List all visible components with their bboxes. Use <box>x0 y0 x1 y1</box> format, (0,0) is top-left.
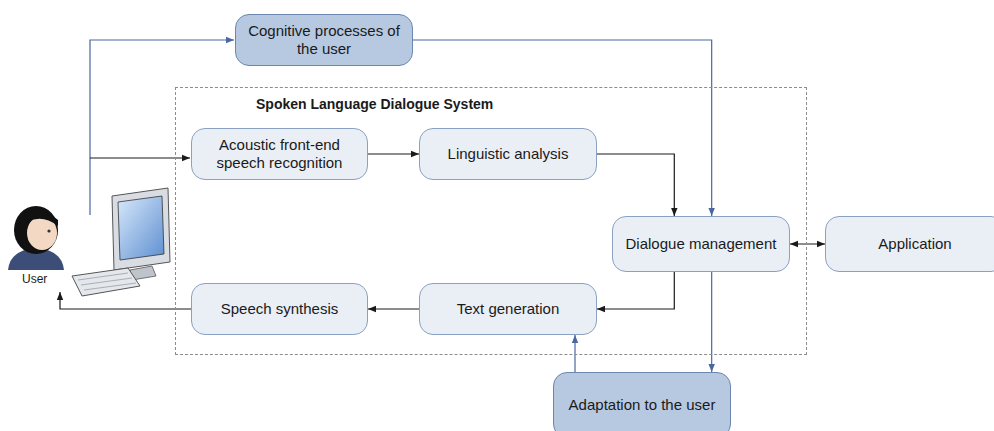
boundary-title: Spoken Language Dialogue System <box>256 95 493 113</box>
figure-caption: User <box>22 272 47 286</box>
flow-arrow <box>368 308 419 309</box>
process-box: Acoustic front-end speech recognition <box>191 128 368 180</box>
flow-arrow <box>711 272 712 372</box>
process-box: Linguistic analysis <box>419 128 597 180</box>
system-speech-wire <box>60 292 191 309</box>
flow-arrow <box>790 243 825 244</box>
box-label: Application <box>878 235 951 253</box>
person-icon <box>8 206 64 270</box>
box-label: Speech synthesis <box>221 300 339 318</box>
flow-arrow <box>597 272 674 309</box>
system-boundary: Spoken Language Dialogue SystemAcoustic … <box>175 87 807 355</box>
box-label: Dialogue management <box>626 235 777 253</box>
flow-arrow <box>574 335 575 372</box>
process-box: Dialogue management <box>612 216 790 272</box>
computer-icon <box>72 188 170 296</box>
box-label: Cognitive processes of the user <box>245 22 403 58</box>
process-box: Speech synthesis <box>191 283 368 335</box>
box-label: Text generation <box>457 300 560 318</box>
box-label: Linguistic analysis <box>448 145 569 163</box>
process-box: Cognitive processes of the user <box>235 14 413 66</box>
flow-arrow <box>413 40 712 216</box>
flow-arrow <box>368 153 419 154</box>
box-label: Acoustic front-end speech recognition <box>201 136 358 172</box>
box-label: Adaptation to the user <box>569 396 716 414</box>
flow-arrow <box>597 154 674 216</box>
process-box: Text generation <box>419 283 597 335</box>
process-box: Adaptation to the user <box>553 372 731 431</box>
process-box: Application <box>825 216 994 272</box>
